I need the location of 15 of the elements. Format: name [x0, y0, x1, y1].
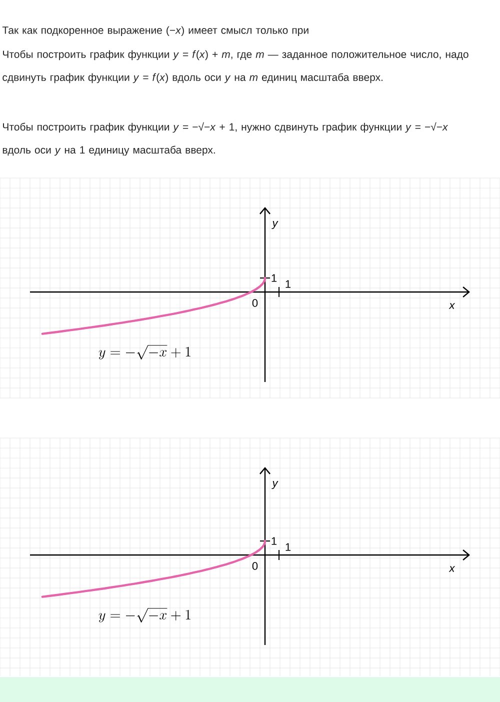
tick-label: 1: [286, 543, 291, 551]
paragraph: Так как подкоренное выражение (−x) имеет смысл только при: [2, 26, 308, 36]
axis-label: x: [448, 566, 456, 572]
tick-label: 1: [272, 537, 277, 545]
origin-label: 0: [252, 299, 258, 307]
axis-label: y: [272, 480, 278, 490]
origin-label: 0: [252, 562, 258, 570]
formula: $y=-\sqrt{-x}+1$: [98, 345, 190, 360]
axis-label: y: [272, 220, 278, 230]
tick-label: 1: [286, 280, 291, 288]
paragraph: Чтобы построить график функции y = −√−x + 1, нужно сдвинуть график функции y = −√−x вдоль оси y на 1 единицу масштаба вверх.: [2, 122, 448, 156]
axis-label: x: [448, 303, 456, 309]
paragraph: Чтобы построить график функции y = f(x) + m, где m — заданное положительное число, надо сдвинуть график функции y = f(x) вдоль оси y на m единиц масштаба вверх.: [2, 50, 468, 84]
formula: $y=-\sqrt{-x}+1$: [98, 608, 190, 622]
tick-label: 1: [272, 274, 277, 282]
